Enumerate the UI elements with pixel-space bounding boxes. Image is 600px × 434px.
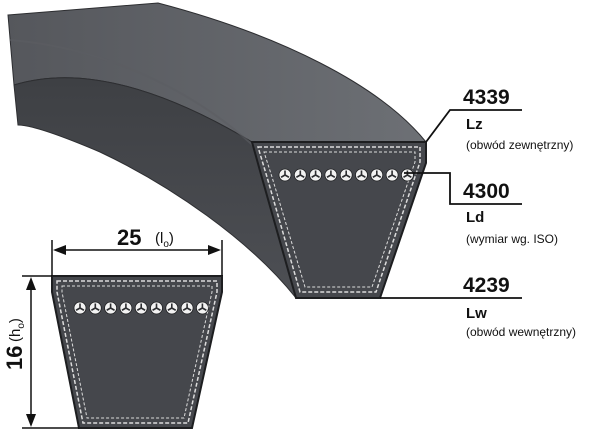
height-label-group: 16 (ho) <box>2 318 27 370</box>
inner-circumference-description: (obwód wewnętrzny) <box>466 325 576 339</box>
width-dimension <box>51 240 223 276</box>
cord-icon <box>119 301 133 315</box>
cord-icon <box>134 301 148 315</box>
belt-side-face <box>13 77 297 299</box>
cord-icon <box>400 168 414 182</box>
inner-circumference-value: 4239 <box>463 274 510 297</box>
cord-icon <box>150 301 163 315</box>
section-fabric-inner <box>61 285 213 419</box>
datum-length-value: 4300 <box>463 180 510 203</box>
section-end-fabric-inner <box>263 151 416 288</box>
section-end-fabric <box>256 146 421 293</box>
leader-outer <box>425 109 522 143</box>
dimension-arrow-icon <box>53 245 66 255</box>
cord-icon <box>339 168 353 182</box>
width-value: 25 <box>117 225 141 250</box>
cord-icon <box>324 168 338 182</box>
curved-belt <box>7 2 428 299</box>
datum-length-description: (wymiar wg. ISO) <box>466 232 558 246</box>
cord-icon <box>195 301 209 315</box>
height-value: 16 <box>2 346 27 370</box>
dimension-arrow-icon <box>26 414 36 427</box>
cord-icon <box>165 301 179 315</box>
cord-icon <box>88 301 102 315</box>
cord-icon <box>293 168 307 182</box>
leader-lines <box>380 109 522 299</box>
datum-length-code: Ld <box>466 209 484 226</box>
cord-icon <box>309 168 323 182</box>
section-fabric <box>56 280 218 424</box>
cord-icon <box>385 168 399 182</box>
outer-circumference-code: Lz <box>466 116 483 133</box>
leader-datum <box>404 172 522 205</box>
dimension-arrow-icon <box>26 277 36 290</box>
height-symbol: (ho) <box>7 318 27 342</box>
cord-icon <box>355 168 368 182</box>
cord-icon <box>73 301 87 315</box>
inner-circumference-code: Lw <box>466 305 487 322</box>
section-outline <box>51 275 223 429</box>
dimension-arrow-icon <box>208 245 221 255</box>
width-symbol: (lo) <box>155 230 174 250</box>
belt-side-band <box>9 39 259 151</box>
cord-icon <box>180 301 194 315</box>
cord-icon <box>278 168 292 182</box>
cord-icon <box>370 168 384 182</box>
cord-row-end <box>278 168 414 182</box>
cord-icon <box>104 301 117 315</box>
height-dimension <box>22 275 79 429</box>
outer-circumference-description: (obwód zewnętrzny) <box>466 138 573 152</box>
cord-row <box>73 301 209 315</box>
belt-cross-section <box>51 275 223 429</box>
outer-circumference-value: 4339 <box>463 86 510 109</box>
belt-cross-section-end <box>250 141 427 299</box>
